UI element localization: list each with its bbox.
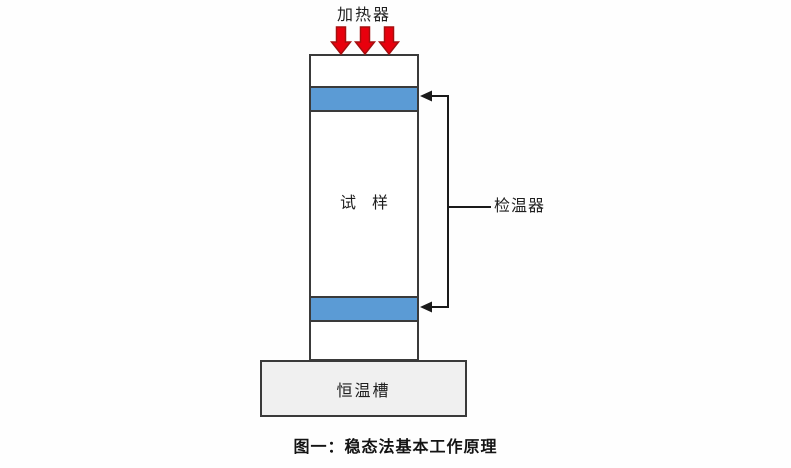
figure-caption: 图一：稳态法基本工作原理 (293, 439, 498, 456)
sample-label: 试 样 (339, 195, 388, 212)
down-arrow-icon (353, 26, 377, 56)
detector-connector-bracket (420, 90, 491, 313)
heat-flow-down-arrows-icon (329, 26, 401, 56)
down-arrow-icon (329, 26, 353, 56)
bath-label: 恒温槽 (336, 382, 391, 400)
bottom-thermometer-band (311, 296, 417, 322)
thermostat-bath-box: 恒温槽 (260, 360, 467, 417)
down-arrow-icon (377, 26, 401, 56)
left-arrowhead-top-icon (420, 90, 432, 102)
detector-label: 检温器 (494, 198, 546, 215)
heater-label: 加热器 (336, 7, 391, 24)
top-thermometer-band (311, 86, 417, 112)
sample-column: 试 样 (309, 54, 419, 361)
bracket-line (426, 95, 449, 308)
left-arrowhead-bottom-icon (420, 301, 432, 313)
